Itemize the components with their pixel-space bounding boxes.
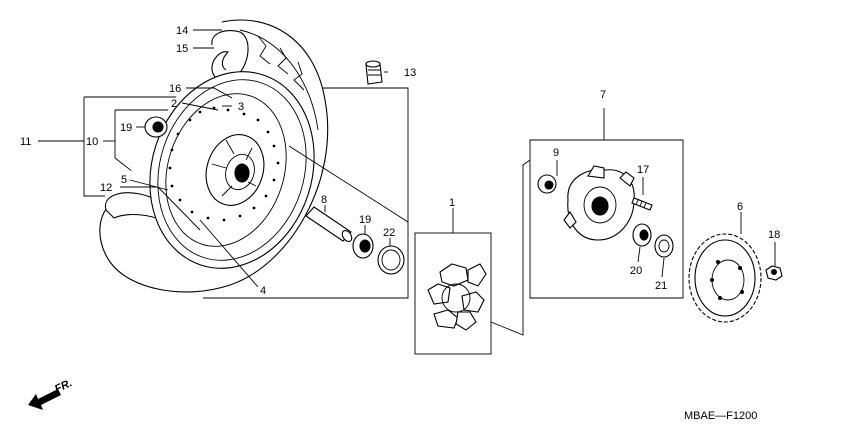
group-boxes	[83, 87, 684, 355]
disc-holes	[168, 106, 280, 222]
callout-3: 3	[238, 101, 244, 113]
sprocket-nut	[765, 265, 783, 281]
callout-13: 13	[404, 67, 416, 79]
stud-bolt	[631, 197, 653, 211]
callout-21: 21	[655, 280, 667, 292]
direction-label: FR.	[53, 377, 74, 395]
leader-lines	[38, 29, 776, 336]
callout-9: 9	[553, 147, 559, 159]
front-direction-indicator: FR.	[28, 377, 74, 410]
callout-15: 15	[176, 43, 188, 55]
callout-11: 11	[20, 136, 31, 148]
bearing-lower	[352, 233, 374, 259]
bearing-hub	[632, 223, 652, 247]
callout-2: 2	[171, 98, 177, 110]
callout-10: 10	[86, 136, 98, 148]
callout-labels: 14 15 13 16 2 3 7 19 11 10 9 17 5 12 8 1…	[20, 25, 780, 297]
callout-5: 5	[121, 174, 127, 186]
callout-8: 8	[321, 194, 327, 206]
callout-7: 7	[600, 89, 606, 101]
valve-cap	[365, 60, 383, 85]
hub-seal	[654, 234, 674, 258]
oil-seal	[377, 245, 405, 275]
callout-20: 20	[630, 265, 642, 277]
damper-rubbers	[427, 263, 487, 331]
callout-17: 17	[637, 164, 649, 176]
wheel-rim	[149, 71, 315, 269]
callout-12: 12	[100, 182, 112, 194]
callout-18: 18	[768, 229, 780, 241]
callout-22: 22	[383, 227, 395, 239]
front-arrow-icon	[28, 389, 61, 410]
diagram-code: MBAE—F1200	[684, 410, 757, 422]
callout-16: 16	[169, 83, 181, 95]
callout-4: 4	[260, 285, 266, 297]
spacer-pipe	[305, 206, 353, 242]
callout-1: 1	[449, 197, 455, 209]
callout-19-lower: 19	[359, 214, 371, 226]
sprocket	[688, 233, 762, 323]
callout-14: 14	[176, 25, 188, 37]
collar	[537, 174, 557, 194]
driven-flange	[563, 165, 635, 241]
bearing-upper	[144, 116, 168, 138]
callout-19-upper: 19	[120, 122, 132, 134]
callout-6: 6	[737, 201, 743, 213]
